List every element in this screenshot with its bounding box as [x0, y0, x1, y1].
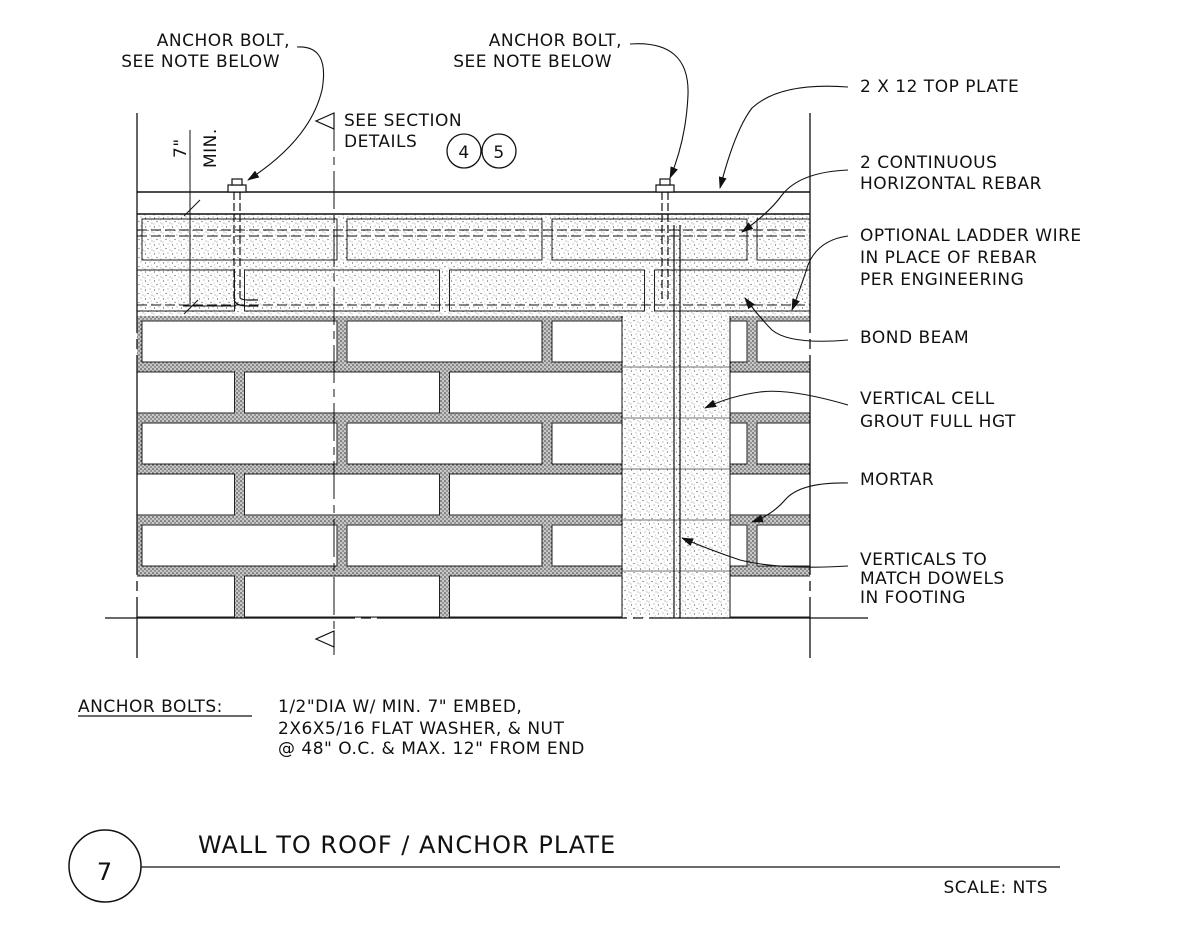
cmu-unit	[449, 473, 645, 516]
callout-vertical-cell: VERTICAL CELL GROUT FULL HGT	[860, 389, 1016, 432]
anchor-bolt-right	[655, 178, 675, 302]
section-ref-4-bubble	[446, 133, 482, 169]
svg-text:PER ENGINEERING: PER ENGINEERING	[860, 270, 1024, 290]
cmu-unit	[137, 371, 235, 414]
note-line-2: 2X6X5/16 FLAT WASHER, & NUT	[278, 719, 565, 739]
cmu-wall	[137, 214, 810, 618]
callout-ladder-wire: OPTIONAL LADDER WIRE IN PLACE OF REBAR P…	[860, 226, 1082, 290]
cmu-unit	[244, 575, 440, 618]
leader-ladder-wire	[791, 235, 849, 311]
leader-lines	[247, 43, 849, 568]
bond-beam-unit	[551, 218, 748, 261]
svg-text:VERTICAL CELL: VERTICAL CELL	[860, 389, 995, 409]
bond-beam-unit	[244, 269, 440, 312]
cmu-unit	[141, 320, 338, 363]
svg-text:SEE SECTION: SEE SECTION	[344, 111, 462, 131]
svg-text:2 CONTINUOUS: 2 CONTINUOUS	[860, 153, 997, 173]
note-line-1: 1/2"DIA W/ MIN. 7" EMBED,	[278, 697, 522, 717]
cmu-unit	[137, 575, 235, 618]
note-line-3: @ 48" O.C. & MAX. 12" FROM END	[278, 739, 585, 759]
svg-text:DETAILS: DETAILS	[344, 132, 417, 152]
cmu-unit	[141, 524, 338, 567]
bond-beam-unit	[449, 269, 645, 312]
svg-text:ANCHOR BOLT,: ANCHOR BOLT,	[157, 31, 290, 51]
bond-beam-unit	[346, 218, 543, 261]
svg-text:2 X 12 TOP PLATE: 2 X 12 TOP PLATE	[860, 77, 1019, 97]
title-block: 7 WALL TO ROOF / ANCHOR PLATE SCALE: NTS	[68, 829, 1060, 903]
callout-top-plate: 2 X 12 TOP PLATE	[860, 77, 1019, 97]
detail-number-bubble	[68, 829, 142, 903]
leader-bond-beam	[744, 297, 849, 342]
leader-mortar	[751, 482, 849, 523]
leader-vertical-cell	[704, 390, 849, 409]
svg-text:IN FOOTING: IN FOOTING	[860, 588, 966, 608]
cmu-unit	[756, 422, 810, 465]
callout-mortar: MORTAR	[860, 470, 934, 490]
leader-horizontal-rebar	[741, 169, 849, 233]
bond-beam-unit	[137, 269, 235, 312]
cmu-unit	[449, 371, 645, 414]
cmu-unit	[244, 473, 440, 516]
svg-text:VERTICALS TO: VERTICALS TO	[860, 550, 987, 570]
callout-anchor-bolt-right: ANCHOR BOLT, SEE NOTE BELOW	[453, 31, 622, 72]
svg-text:SEE NOTE BELOW: SEE NOTE BELOW	[121, 52, 280, 72]
section-ref-5: 5	[493, 143, 504, 163]
cmu-units	[137, 218, 810, 618]
svg-text:ANCHOR BOLT,: ANCHOR BOLT,	[489, 31, 622, 51]
svg-text:HORIZONTAL REBAR: HORIZONTAL REBAR	[860, 174, 1042, 194]
svg-text:OPTIONAL LADDER WIRE: OPTIONAL LADDER WIRE	[860, 226, 1082, 246]
cmu-unit	[141, 422, 338, 465]
detail-title: WALL TO ROOF / ANCHOR PLATE	[198, 831, 616, 859]
detail-number: 7	[97, 858, 113, 886]
bond-beam-unit	[756, 218, 810, 261]
svg-text:BOND BEAM: BOND BEAM	[860, 328, 969, 348]
svg-text:MATCH DOWELS: MATCH DOWELS	[860, 569, 1005, 589]
anchor-bolt-note: ANCHOR BOLTS: 1/2"DIA W/ MIN. 7" EMBED, …	[78, 697, 585, 759]
svg-text:MORTAR: MORTAR	[860, 470, 934, 490]
anchor-bolt-left	[227, 178, 258, 307]
svg-text:IN PLACE OF REBAR: IN PLACE OF REBAR	[860, 248, 1037, 268]
callout-bond-beam: BOND BEAM	[860, 328, 969, 348]
svg-text:GROUT FULL HGT: GROUT FULL HGT	[860, 412, 1016, 432]
section-ref-bubbles: 4 5	[446, 133, 517, 169]
leader-verticals	[681, 537, 849, 568]
callout-anchor-bolt-left: ANCHOR BOLT, SEE NOTE BELOW	[121, 31, 290, 72]
cmu-unit	[244, 371, 440, 414]
embed-dimension: 7" MIN.	[171, 128, 236, 315]
cmu-unit	[449, 575, 645, 618]
embed-dim-text: 7"	[171, 138, 191, 158]
embed-min-text: MIN.	[201, 128, 221, 168]
vertical-grout-cell	[622, 316, 730, 618]
callout-see-section: SEE SECTION DETAILS	[344, 111, 462, 152]
cmu-unit	[346, 524, 543, 567]
cmu-unit	[756, 320, 810, 363]
leader-anchor-bolt-right	[629, 43, 689, 179]
section-ref-5-bubble	[481, 133, 517, 169]
leader-anchor-bolt-left	[247, 46, 325, 181]
wall-outline	[105, 113, 868, 658]
horizontal-rebar	[137, 229, 810, 306]
detail-scale: SCALE: NTS	[943, 878, 1048, 898]
svg-text:SEE NOTE BELOW: SEE NOTE BELOW	[453, 52, 612, 72]
cmu-unit	[346, 320, 543, 363]
section-cut-marker	[314, 112, 335, 655]
vertical-rebar	[673, 225, 681, 618]
cell-joint-lines	[622, 366, 730, 572]
callout-horizontal-rebar: 2 CONTINUOUS HORIZONTAL REBAR	[860, 153, 1042, 194]
leader-top-plate	[718, 85, 849, 189]
cmu-unit	[137, 473, 235, 516]
callout-verticals: VERTICALS TO MATCH DOWELS IN FOOTING	[860, 550, 1005, 608]
cmu-unit	[756, 524, 810, 567]
note-heading: ANCHOR BOLTS:	[78, 697, 223, 717]
section-ref-4: 4	[458, 143, 469, 163]
cmu-unit	[346, 422, 543, 465]
